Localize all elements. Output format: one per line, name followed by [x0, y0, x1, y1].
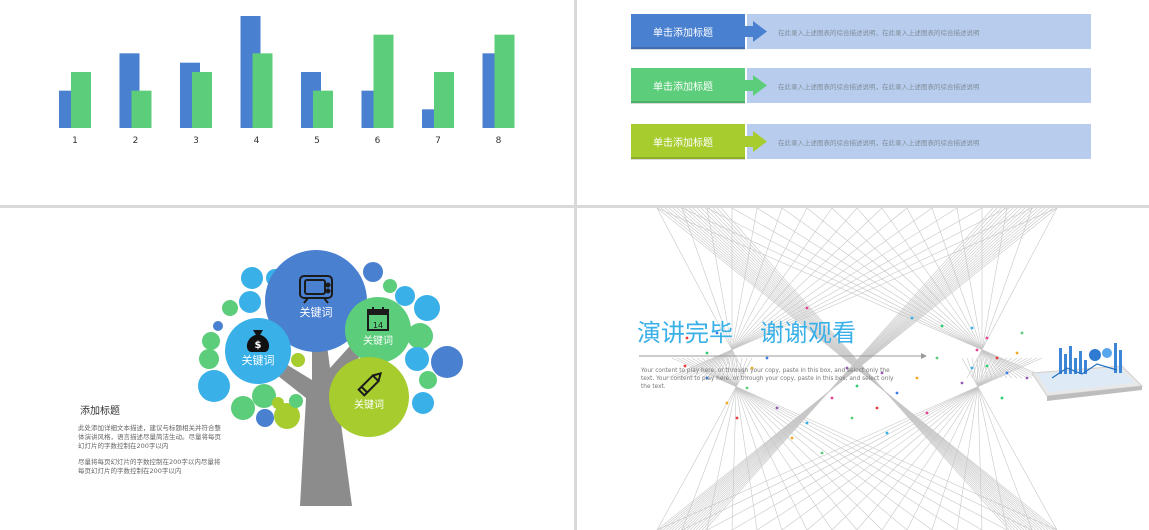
step-1-desc-box: [747, 14, 1091, 49]
step-1-shadow: [631, 47, 745, 50]
keyword-circle-pencil: [329, 357, 409, 437]
step-2-title[interactable]: 单击添加标题: [653, 82, 713, 93]
keyword-label-1: 关键词: [300, 305, 333, 319]
x-tick-label-5: 5: [314, 136, 320, 146]
para1-line-2: 体演讲风格，语言描述尽量简洁生动。尽量将每页: [78, 432, 222, 441]
money-bag-icon: $: [246, 330, 270, 352]
closing-body-line-3: the text.: [641, 384, 666, 390]
step-1-title-box[interactable]: [631, 14, 745, 49]
step-3-desc-box: [747, 124, 1091, 159]
step-2-shadow: [631, 101, 745, 104]
step-2-title-box[interactable]: [631, 68, 745, 103]
para1-line-3: 幻灯片的字数控制在200字以内: [78, 441, 168, 450]
closing-body-line-1: Your content to play here, or through yo…: [640, 368, 890, 374]
bar-s2-5: [313, 90, 333, 128]
tree-slide[interactable]: $ 14 关键词 关键词 关键词 关键词 添加标题 此处添加详细文本描述，建议与…: [0, 208, 574, 530]
step-3-arrow-icon: [753, 131, 767, 152]
keyword-circle-tv: [265, 250, 367, 352]
calendar-icon: 14: [367, 307, 389, 331]
bar-chart: 1 2 3 4 5 6 7 8: [59, 16, 515, 146]
closing-title-right: 谢谢观看: [760, 319, 856, 347]
para2-line-1: 尽量将每页幻灯片的字数控制在200字以内尽量将: [78, 457, 221, 466]
x-tick-label-8: 8: [496, 136, 502, 146]
closing-overlay: 演讲完毕 谢谢观看 Your content to play here, or …: [637, 319, 1144, 401]
section-title: 添加标题: [80, 404, 120, 417]
closing-title-left: 演讲完毕: [637, 319, 733, 347]
step-2-arrow-stem: [745, 80, 755, 91]
step-3-desc: 在此录入上述图表的综合描述说明，在此录入上述图表的综合描述说明: [778, 139, 980, 147]
step-3-shadow: [631, 157, 745, 160]
para2-line-2: 每页幻灯片的字数控制在200字以内: [78, 466, 181, 475]
svg-text:$: $: [255, 340, 262, 351]
step-1-title[interactable]: 单击添加标题: [653, 28, 713, 39]
step-2-desc-box: [747, 68, 1091, 103]
bar-s2-4: [252, 53, 273, 129]
bar-s2-7: [434, 72, 454, 128]
pencil-icon: [357, 371, 383, 397]
x-tick-label-3: 3: [193, 136, 199, 146]
keyword-label-4: 关键词: [354, 398, 384, 411]
bar-chart-slide[interactable]: 1 2 3 4 5 6 7 8: [0, 0, 574, 205]
step-3-arrow-stem: [745, 136, 755, 147]
x-tick-label-7: 7: [435, 136, 441, 146]
x-tick-label-2: 2: [133, 136, 139, 146]
step-3-title[interactable]: 单击添加标题: [653, 138, 713, 149]
step-1-arrow-stem: [745, 26, 755, 37]
step-1-arrow-icon: [753, 21, 767, 42]
tree-graphic: $ 14 关键词 关键词 关键词 关键词 添加标题 此处添加详细文本描述，建议与…: [78, 250, 463, 506]
keyword-label-2: 关键词: [242, 353, 275, 367]
x-tick-label-1: 1: [72, 136, 78, 146]
string-lines: [656, 208, 1058, 530]
bar-s2-1: [71, 72, 91, 128]
step-1-desc: 在此录入上述图表的综合描述说明，在此录入上述图表的综合描述说明: [778, 29, 980, 37]
tablet-charts-image: [1031, 343, 1144, 401]
bar-s2-2: [131, 90, 152, 128]
closing-slide[interactable]: 演讲完毕 谢谢观看 Your content to play here, or …: [577, 208, 1149, 530]
svg-text:14: 14: [373, 321, 383, 330]
step-2-desc: 在此录入上述图表的综合描述说明，在此录入上述图表的综合描述说明: [778, 83, 980, 91]
string-art-background: [656, 208, 1058, 530]
tree-trunk: [268, 308, 376, 506]
steps-slide[interactable]: 单击添加标题在此录入上述图表的综合描述说明，在此录入上述图表的综合描述说明单击添…: [577, 0, 1149, 205]
bar-s2-3: [192, 72, 212, 128]
step-3-title-box[interactable]: [631, 124, 745, 159]
x-tick-label-4: 4: [254, 136, 260, 146]
closing-arrow-head: [921, 353, 927, 359]
bar-s2-6: [373, 34, 394, 128]
para1-line-1: 此处添加详细文本描述，建议与标题相关并符合整: [78, 423, 222, 432]
steps-graphic: [631, 14, 1091, 160]
closing-body-line-2: text. Your content to play here, or thro…: [641, 376, 894, 382]
keyword-label-3: 关键词: [363, 334, 393, 347]
step-2-arrow-icon: [753, 75, 767, 96]
tv-icon: [299, 275, 333, 304]
scatter-dots: [683, 306, 1029, 455]
bar-s2-8: [494, 34, 515, 128]
x-tick-label-6: 6: [375, 136, 381, 146]
